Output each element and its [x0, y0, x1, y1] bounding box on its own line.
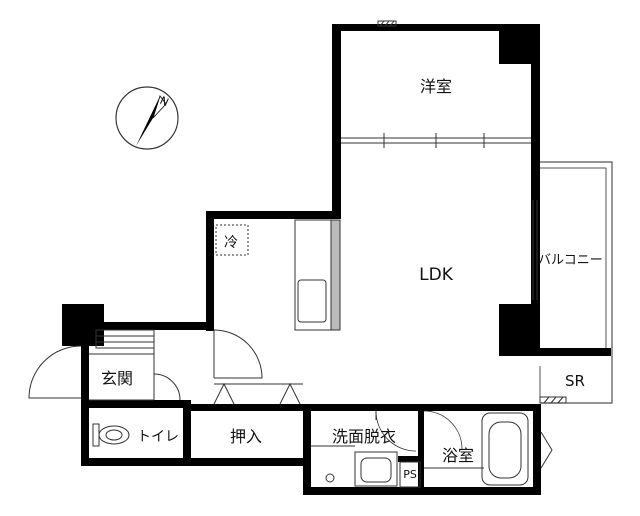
fridge-box [215, 224, 249, 256]
ps-box [399, 461, 421, 488]
bath-window [540, 431, 553, 469]
ldk-door-arc [213, 329, 263, 379]
bathtub-inner-icon [488, 421, 522, 479]
wall-sr-top [531, 348, 611, 356]
toilet-bowl-icon [98, 425, 130, 445]
label-ldk: LDK [419, 265, 454, 285]
compass-needle-icon [136, 96, 160, 146]
entrance-door-arc [28, 345, 82, 399]
wall-bath-right [533, 404, 541, 495]
label-fridge: 冷 [224, 235, 238, 251]
label-entrance: 玄関 [101, 369, 133, 388]
label-bathroom: 浴室 [442, 446, 474, 465]
wall-kitchen-left [206, 211, 214, 331]
wall-western-left [332, 24, 341, 216]
washroom-door-arc [375, 410, 417, 452]
wall-entrance-top [96, 322, 214, 330]
column-top-right [499, 24, 539, 64]
sr-hatch [539, 396, 567, 404]
closet-door-right [279, 382, 301, 405]
washbasin-icon [360, 457, 392, 483]
wall-washroom-left [303, 404, 311, 494]
wall-ps-top [398, 456, 424, 462]
label-sr: SR [565, 372, 585, 390]
bathtub [481, 412, 529, 486]
compass: N [115, 86, 179, 150]
washer-drain [325, 473, 335, 483]
compass-needle-tip [152, 95, 167, 119]
wall-bath-left [418, 404, 424, 494]
details [28, 20, 613, 488]
label-closet: 押入 [230, 427, 262, 446]
wall-mid-horizontal [191, 404, 541, 411]
label-washroom: 洗面脱衣 [332, 427, 396, 446]
kitchen-wall-panel [330, 219, 341, 331]
bath-door-arc [423, 410, 463, 450]
label-western-room: 洋室 [420, 77, 452, 96]
shoe-cabinet [95, 329, 155, 349]
room-labels: 洋室 LDK バルコニー SR 玄関 トイレ 押入 洗面脱衣 浴室 PS 冷 [101, 77, 603, 481]
balcony-outline [540, 161, 613, 404]
closet-door-left [213, 382, 235, 405]
wall-western-top [332, 24, 538, 31]
label-ps: PS [403, 468, 417, 481]
label-balcony: バルコニー [538, 253, 603, 268]
toilet-tank [92, 423, 100, 447]
wall-kitchen-top [206, 211, 341, 219]
column-mid-right [499, 304, 539, 356]
walls [62, 24, 611, 495]
wall-toilet-right [183, 400, 191, 466]
washbasin-counter [354, 451, 398, 487]
window-top-hatch [377, 20, 397, 27]
label-toilet: トイレ [137, 429, 179, 445]
toilet-door-arc [153, 373, 181, 401]
wall-toilet-top [81, 400, 191, 408]
compass-ring [115, 86, 179, 150]
wall-toilet-bottom [81, 458, 311, 466]
kitchen-sink [297, 279, 327, 323]
wall-right [531, 24, 540, 355]
